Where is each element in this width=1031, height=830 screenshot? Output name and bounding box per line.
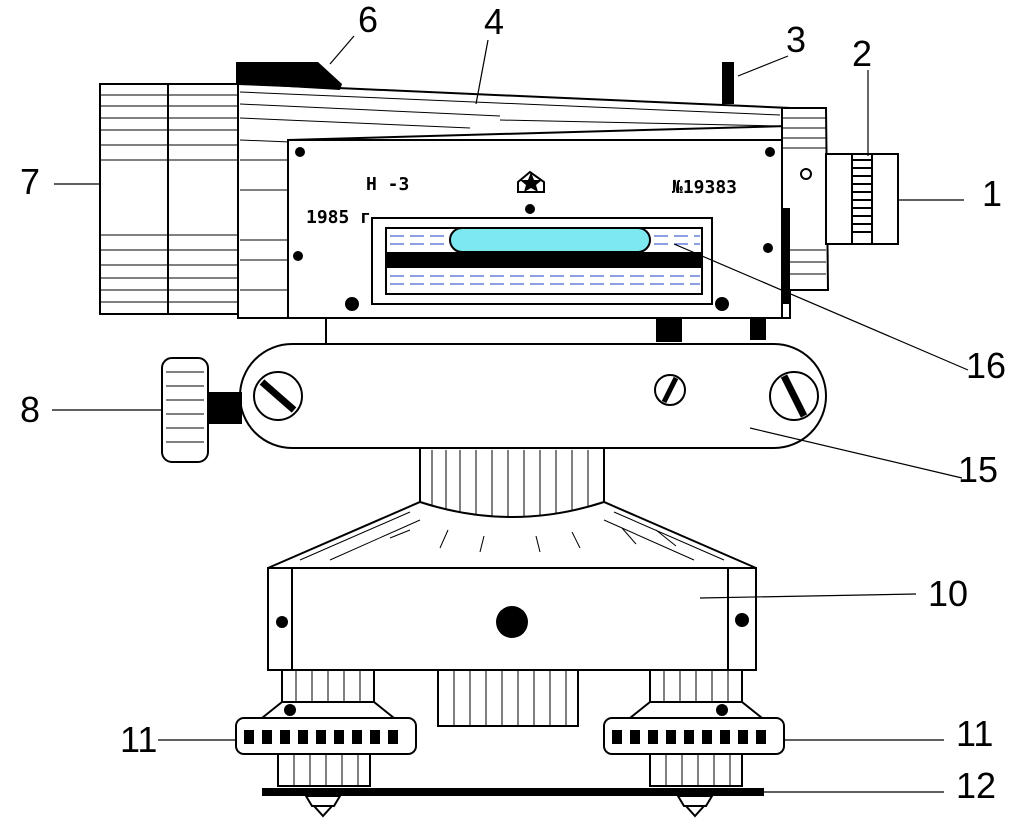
serial-number: №19383 bbox=[672, 177, 737, 198]
callout-2: 2 bbox=[852, 33, 872, 74]
callout-11-left: 11 bbox=[120, 719, 157, 760]
eyepiece-housing bbox=[781, 107, 830, 304]
level-vial bbox=[371, 217, 713, 305]
model-label: Н -3 bbox=[366, 174, 409, 195]
callout-16: 16 bbox=[966, 345, 1006, 386]
callout-12: 12 bbox=[956, 765, 996, 806]
leader-lines bbox=[52, 35, 969, 793]
carrier-bar bbox=[239, 343, 827, 449]
telescope: Н -3 1985 г №19383 bbox=[99, 62, 899, 344]
callout-15: 15 bbox=[958, 449, 998, 490]
eyepiece-focus-ring bbox=[825, 153, 899, 245]
callout-10: 10 bbox=[928, 573, 968, 614]
callout-11-right: 11 bbox=[956, 713, 993, 754]
foot-screw-left bbox=[235, 669, 417, 787]
right-screw bbox=[769, 371, 819, 421]
sight-finder bbox=[236, 62, 342, 90]
year-label: 1985 г bbox=[306, 207, 371, 228]
elevation-screw bbox=[161, 357, 242, 463]
left-screw bbox=[253, 371, 303, 421]
callout-3: 3 bbox=[786, 19, 806, 60]
focus-lever bbox=[722, 62, 734, 104]
centre-boss bbox=[437, 669, 579, 727]
bubble bbox=[449, 227, 651, 253]
base-plate bbox=[262, 788, 764, 818]
callout-8: 8 bbox=[20, 389, 40, 430]
callout-labels: 1 2 3 4 6 7 8 10 11 11 12 15 16 bbox=[20, 0, 1006, 806]
callout-7: 7 bbox=[20, 161, 40, 202]
foot-screw-right bbox=[603, 669, 785, 787]
callout-1: 1 bbox=[982, 173, 1002, 214]
objective-hood bbox=[99, 83, 239, 315]
callout-4: 4 bbox=[484, 1, 504, 42]
callout-6: 6 bbox=[358, 0, 378, 40]
center-screw bbox=[654, 374, 686, 406]
star-badge-icon bbox=[517, 170, 545, 193]
tribrach bbox=[267, 500, 757, 671]
